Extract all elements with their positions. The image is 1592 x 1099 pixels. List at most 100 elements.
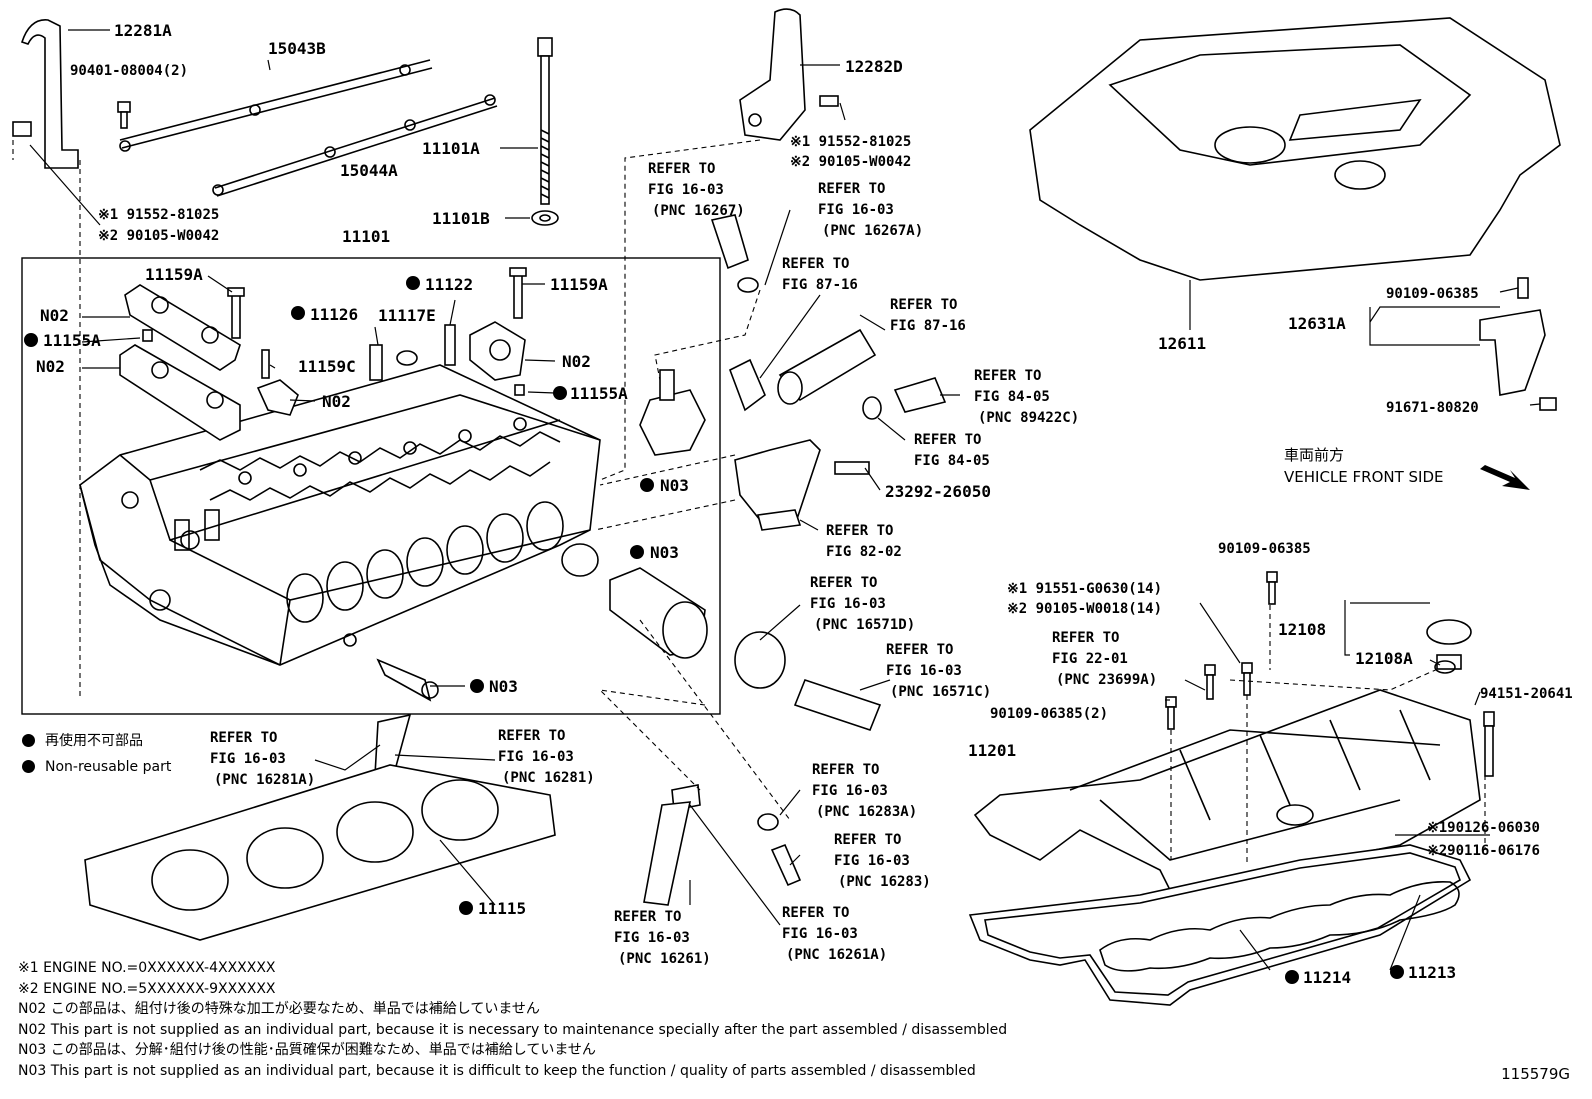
callout-11101: 11101 <box>342 227 390 246</box>
refer-block: REFER TO FIG 16-03 (PNC 16267A) <box>818 181 923 239</box>
refer-fig: FIG 16-03 <box>810 596 886 612</box>
callout-12282D: 12282D <box>845 57 903 76</box>
vehicle-front-jp: 車両前方 <box>1284 446 1345 464</box>
refer-block: REFER TO FIG 16-03 (PNC 16571C) <box>886 642 991 700</box>
cylinder-head-illustration <box>79 364 601 702</box>
callout-N03-c: N03 <box>489 677 518 696</box>
cylinder-head-frame <box>21 257 721 715</box>
refer-block: REFER TO FIG 16-03 (PNC 16267) <box>648 161 745 219</box>
callout-12631A: 12631A <box>1288 314 1346 333</box>
callout-12611: 12611 <box>1158 334 1206 353</box>
small-head-parts <box>142 267 527 396</box>
callout-23292-26050: 23292-26050 <box>885 482 991 501</box>
non-reusable-dot-icon <box>22 760 35 773</box>
refer-fig: FIG 16-03 <box>498 749 574 765</box>
callout-11201: 11201 <box>968 741 1016 760</box>
refer-line: REFER TO <box>782 256 849 272</box>
dashed-alignment-lines <box>12 139 1486 865</box>
refer-block: REFER TO FIG 16-03 (PNC 16281A) <box>210 730 315 788</box>
refer-block: REFER TO FIG 16-03 (PNC 16283) <box>834 832 931 890</box>
callout-91671-80820: 91671-80820 <box>1386 400 1479 416</box>
callout-90126-06030: ※190126-06030 <box>1427 820 1540 836</box>
refer-pnc: (PNC 16261A) <box>786 947 887 963</box>
callout-91551-G0630: ※1 91551-G0630(14) <box>1007 581 1162 597</box>
refer-pnc: (PNC 16267A) <box>822 223 923 239</box>
refer-line: REFER TO <box>974 368 1041 384</box>
footnotes: ※1 ENGINE NO.=0XXXXXX-4XXXXXX ※2 ENGINE … <box>18 958 1007 1081</box>
refer-block: REFER TO FIG 16-03 (PNC 16281) <box>498 728 595 786</box>
refer-to-labels: REFER TO FIG 16-03 (PNC 16267) REFER TO … <box>210 161 1157 967</box>
refer-line: REFER TO <box>914 432 981 448</box>
callout-91552-81025-left: ※1 91552-81025 <box>98 207 219 223</box>
callout-90109-06385-c: 90109-06385(2) <box>990 706 1108 722</box>
legend-row-en: Non-reusable part <box>22 754 171 780</box>
callout-90105-W0042-left: ※2 90105-W0042 <box>98 228 219 244</box>
callout-N03-b: N03 <box>650 543 679 562</box>
callout-90105-W0042-right: ※2 90105-W0042 <box>790 154 911 170</box>
refer-line: REFER TO <box>210 730 277 746</box>
callout-11101A: 11101A <box>422 139 480 158</box>
wire-harness-brackets <box>119 59 498 197</box>
callout-90401-08004: 90401-08004(2) <box>70 63 188 79</box>
legend-en: Non-reusable part <box>45 759 172 775</box>
callout-11159A-right: 11159A <box>550 275 608 294</box>
callout-94151-20641: 94151-20641 <box>1480 686 1573 702</box>
refer-line: REFER TO <box>890 297 957 313</box>
refer-line: REFER TO <box>886 642 953 658</box>
refer-line: REFER TO <box>812 762 879 778</box>
callout-12281A: 12281A <box>114 21 172 40</box>
refer-line: REFER TO <box>1052 630 1119 646</box>
engine-cover-bracket <box>1479 277 1557 411</box>
legend-row-jp: 再使用不可部品 <box>22 728 171 754</box>
note-line: ※2 ENGINE NO.=5XXXXXX-9XXXXXX <box>18 980 276 997</box>
callout-11159C: 11159C <box>298 357 356 376</box>
callout-11214: 11214 <box>1303 968 1351 987</box>
refer-pnc: (PNC 16283A) <box>816 804 917 820</box>
refer-line: REFER TO <box>648 161 715 177</box>
vehicle-front-label: 車両前方 VEHICLE FRONT SIDE <box>1284 444 1444 488</box>
refer-block: REFER TO FIG 16-03 (PNC 16571D) <box>810 575 915 633</box>
legend-jp: 再使用不可部品 <box>45 733 143 749</box>
refer-fig: FIG 16-03 <box>614 930 690 946</box>
refer-pnc: (PNC 16571D) <box>814 617 915 633</box>
callout-11155A-right: 11155A <box>570 384 628 403</box>
engine-cover <box>1029 17 1561 281</box>
refer-line: REFER TO <box>810 575 877 591</box>
refer-fig: FIG 16-03 <box>834 853 910 869</box>
note-line: N02 This part is not supplied as an indi… <box>18 1021 1008 1038</box>
engine-hanger-bracket <box>12 19 131 169</box>
cover-bolts <box>1165 571 1278 730</box>
refer-block: REFER TO FIG 22-01 (PNC 23699A) <box>1052 630 1157 688</box>
refer-pnc: (PNC 23699A) <box>1056 672 1157 688</box>
refer-block: REFER TO FIG 16-03 (PNC 16283A) <box>812 762 917 820</box>
refer-fig: FIG 84-05 <box>914 453 990 469</box>
vehicle-front-en: VEHICLE FRONT SIDE <box>1284 468 1444 486</box>
refer-line: REFER TO <box>498 728 565 744</box>
refer-line: REFER TO <box>834 832 901 848</box>
refer-fig: FIG 84-05 <box>974 389 1050 405</box>
callout-11159A-left: 11159A <box>145 265 203 284</box>
engine-hanger-bracket-rear <box>739 8 839 141</box>
callout-11101B: 11101B <box>432 209 490 228</box>
non-reusable-dot-icon <box>22 734 35 747</box>
refer-line: REFER TO <box>818 181 885 197</box>
refer-fig: FIG 16-03 <box>818 202 894 218</box>
note-line: ※1 ENGINE NO.=0XXXXXX-4XXXXXX <box>18 960 276 976</box>
refer-block: REFER TO FIG 84-05 <box>914 432 990 469</box>
refer-fig: FIG 22-01 <box>1052 651 1128 667</box>
refer-fig: FIG 87-16 <box>782 277 858 293</box>
refer-pnc: (PNC 16281A) <box>214 772 315 788</box>
refer-pnc: (PNC 89422C) <box>978 410 1079 426</box>
refer-pnc: (PNC 16267) <box>652 203 745 219</box>
refer-line: REFER TO <box>826 523 893 539</box>
leader-lines <box>29 29 1541 971</box>
callout-N02-a: N02 <box>40 306 69 325</box>
note-line: N02 この部品は、組付け後の特殊な加工が必要なため、単品では補給していません <box>18 1001 540 1017</box>
callout-11213: 11213 <box>1408 963 1456 982</box>
callout-90105-W0018: ※2 90105-W0018(14) <box>1007 601 1162 617</box>
callout-90109-06385-a: 90109-06385 <box>1386 286 1479 302</box>
refer-fig: FIG 82-02 <box>826 544 902 560</box>
callout-15044A: 15044A <box>340 161 398 180</box>
camshaft-bearing-caps <box>119 284 526 441</box>
